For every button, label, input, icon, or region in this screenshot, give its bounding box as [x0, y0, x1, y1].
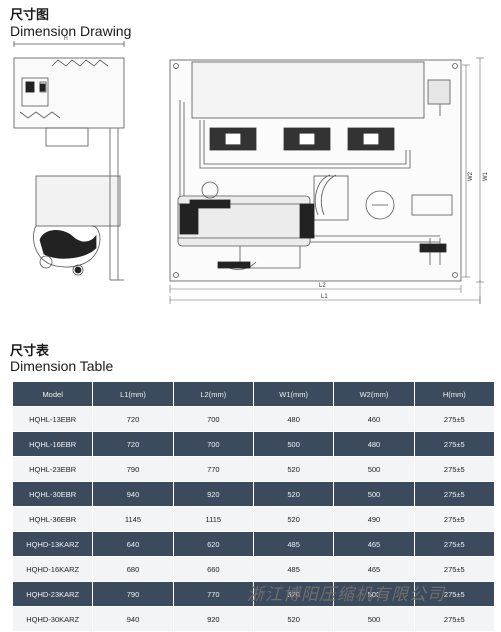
cell-w2: 500: [333, 481, 415, 507]
dim-l2-label: L2: [319, 283, 326, 289]
table-row: HQHD-13KARZ 640 620 485 465 275±5: [11, 531, 496, 557]
cell-w1: 485: [252, 531, 335, 557]
dim-w2-label: W2: [468, 171, 474, 181]
cell-l1: 640: [92, 531, 174, 557]
cell-w1: 485: [252, 556, 335, 582]
cell-l2: 770: [172, 456, 254, 482]
cell-h: 275±5: [413, 506, 496, 532]
cell-w2: 460: [333, 406, 415, 432]
cell-l2: 660: [172, 556, 254, 582]
cell-l1: 1145: [92, 506, 174, 532]
cell-model: HQHL-36EBR: [11, 506, 94, 532]
table-row: HQHD-16KARZ 680 660 485 465 275±5: [11, 556, 496, 582]
cell-w1: 500: [252, 431, 335, 457]
cell-model: HQHD-13KARZ: [11, 531, 94, 557]
cell-l1: 720: [92, 431, 174, 457]
header-h: H(mm): [413, 381, 496, 407]
cell-model: HQHL-23EBR: [11, 456, 94, 482]
cell-h: 275±5: [413, 581, 496, 607]
cell-l1: 790: [92, 581, 174, 607]
cell-l1: 940: [92, 606, 174, 632]
cell-l2: 770: [172, 581, 254, 607]
company-watermark: 浙江博阳压缩机有限公司: [247, 585, 445, 605]
dim-h-label: H: [64, 36, 68, 42]
cell-l2: 700: [172, 406, 254, 432]
table-row: HQHD-30KARZ 940 920 520 500 275±5: [11, 606, 496, 632]
cell-w1: 520: [252, 606, 335, 632]
cell-model: HQHD-23KARZ: [11, 581, 94, 607]
cell-model: HQHD-16KARZ: [11, 556, 94, 582]
table-row: HQHL-23EBR 790 770 520 500 275±5: [11, 456, 496, 482]
side-view-dark-parts: [25, 81, 97, 274]
dim-w1-label: W1: [483, 171, 489, 181]
cell-w2: 465: [333, 556, 415, 582]
front-view-dark-parts: [179, 199, 447, 269]
front-view: [169, 59, 462, 282]
cell-l2: 700: [172, 431, 254, 457]
header-model: Model: [11, 381, 94, 407]
cell-w1: 520: [252, 506, 335, 532]
side-view: [13, 41, 125, 281]
cell-l2: 920: [172, 606, 254, 632]
table-row: HQHD-23KARZ 790 770 520 500 275±5: [11, 581, 496, 607]
cell-h: 275±5: [413, 606, 496, 632]
cell-l1: 680: [92, 556, 174, 582]
cell-model: HQHD-30KARZ: [11, 606, 94, 632]
table-header-row: Model L1(mm) L2(mm) W1(mm) W2(mm) H(mm): [11, 381, 496, 407]
table-row: HQHL-16EBR 720 700 500 480 275±5: [11, 431, 496, 457]
cell-h: 275±5: [413, 556, 496, 582]
cell-h: 275±5: [413, 406, 496, 432]
cell-w2: 465: [333, 531, 415, 557]
cell-w2: 500: [333, 606, 415, 632]
table-row: HQHL-30EBR 940 920 520 500 275±5: [11, 481, 496, 507]
cell-w1: 520: [252, 481, 335, 507]
cell-l1: 790: [92, 456, 174, 482]
dimension-lines: [169, 57, 484, 304]
cell-h: 275±5: [413, 531, 496, 557]
table-title-cn: 尺寸表: [10, 344, 50, 359]
header-w2: W2(mm): [333, 381, 415, 407]
cell-w2: 500: [333, 581, 415, 607]
cell-model: HQHL-13EBR: [11, 406, 94, 432]
cell-h: 275±5: [413, 431, 496, 457]
cell-w2: 480: [333, 431, 415, 457]
header-l2: L2(mm): [172, 381, 254, 407]
table-row: HQHL-13EBR 720 700 480 460 275±5: [11, 406, 496, 432]
header-l1: L1(mm): [92, 381, 174, 407]
cell-w2: 500: [333, 456, 415, 482]
table-title-en: Dimension Table: [10, 358, 114, 374]
header-w1: W1(mm): [252, 381, 335, 407]
table-row: HQHL-36EBR 1145 1115 520 490 275±5: [11, 506, 496, 532]
cell-h: 275±5: [413, 456, 496, 482]
cell-h: 275±5: [413, 481, 496, 507]
cell-model: HQHL-16EBR: [11, 431, 94, 457]
drawing-title-en: Dimension Drawing: [10, 23, 132, 39]
cell-l1: 940: [92, 481, 174, 507]
dim-l1-label: L1: [321, 294, 328, 300]
drawing-title-cn: 尺寸图: [10, 8, 50, 23]
cell-l2: 1115: [172, 506, 254, 532]
cell-w1: 520: [252, 456, 335, 482]
cell-w2: 490: [333, 506, 415, 532]
dimension-drawing: H: [13, 36, 489, 304]
cell-l1: 720: [92, 406, 174, 432]
cell-l2: 620: [172, 531, 254, 557]
cell-w1: 480: [252, 406, 335, 432]
cell-l2: 920: [172, 481, 254, 507]
cell-model: HQHL-30EBR: [11, 481, 94, 507]
cell-w1: 520: [252, 581, 335, 607]
